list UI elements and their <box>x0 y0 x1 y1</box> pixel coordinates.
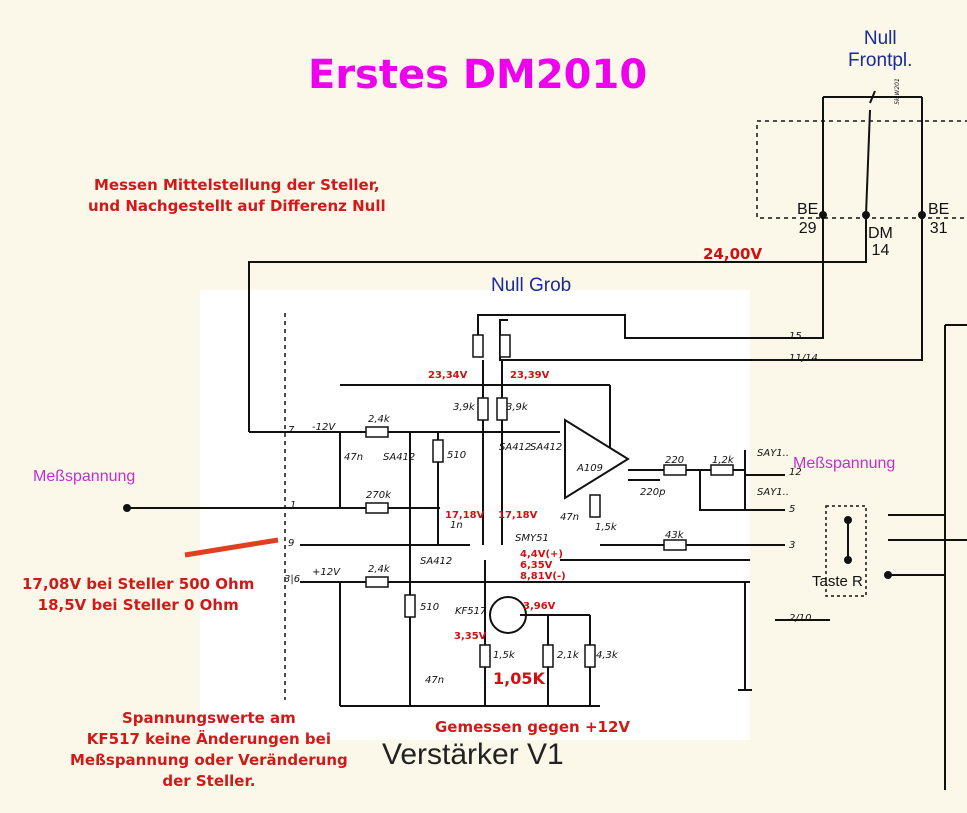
pin-11-14: 11/14 <box>789 353 818 364</box>
meas-gate-left: 17,18V <box>445 510 485 521</box>
pin-12: 12 <box>789 467 802 478</box>
meas-kf-emitter: 3,35V <box>454 631 487 642</box>
meas-smy-minus: 8,81V(-) <box>520 571 566 582</box>
label-c5: 220p <box>640 487 666 498</box>
connector-be31-top: BE <box>928 201 950 218</box>
note-top: Messen Mittelstellung der Steller, und N… <box>88 175 386 217</box>
pin-5: 5 <box>789 504 796 515</box>
label-c2: 1n <box>450 520 463 531</box>
connector-dm14-bottom: 14 <box>871 242 890 259</box>
meas-gate-right: 17,18V <box>498 510 538 521</box>
resistors <box>365 334 734 668</box>
label-r1: 2,4k <box>368 414 390 425</box>
pin-7: 7 <box>288 425 295 436</box>
label-r5: 510 <box>420 602 440 613</box>
label-r10: 43k <box>665 530 684 541</box>
label-r14: 1,5k <box>493 650 515 661</box>
messspannung-left-label: Meßspannung <box>33 468 136 485</box>
label-r6: 3,9k <box>453 402 475 413</box>
label-r3: 270k <box>366 490 391 501</box>
label-c3: 47n <box>560 512 580 523</box>
scan-background <box>200 290 750 740</box>
meas-pot-right: 23,39V <box>510 370 550 381</box>
pin-1: 1 <box>290 500 297 511</box>
pin-2-10: 2/10 <box>789 613 812 624</box>
junction-dots <box>123 211 926 579</box>
measured-against-label: Gemessen gegen +12V <box>435 718 630 736</box>
note-top-line1: Messen Mittelstellung der Steller, <box>93 176 380 194</box>
amplifier-label: Verstärker V1 <box>382 738 564 771</box>
label-r13: 4,3k <box>596 650 618 661</box>
steller-note: 17,08V bei Steller 500 Ohm 18,5V bei Ste… <box>22 574 254 616</box>
pin-15: 15 <box>789 331 802 342</box>
connector-be29-bottom: 29 <box>798 220 817 237</box>
label-d6: SAY1.. <box>757 487 790 498</box>
kf517-note-line4: der Steller. <box>162 772 256 790</box>
kf517-note-line1: Spannungswerte am <box>121 709 296 727</box>
label-r2: 510 <box>447 450 467 461</box>
connector-be31: BE 31 <box>928 200 949 238</box>
label-d4: SA412 <box>530 442 563 453</box>
label-r8: 220 <box>665 455 685 466</box>
label-pot-code: 5k W201 <box>893 78 901 105</box>
kf517-note-line2: KF517 keine Änderungen bei <box>86 730 331 748</box>
pin-3: 3 <box>789 540 796 551</box>
meas-smy-mid: 6,35V <box>520 560 553 571</box>
front-panel-line1: Null <box>863 28 897 49</box>
label-r9: 1,2k <box>712 455 734 466</box>
pin-3-6: 3|6 <box>284 574 301 585</box>
taste-label: Taste R <box>812 573 863 590</box>
meas-kf-collector: 3,96V <box>523 601 556 612</box>
label-supply-neg: -12V <box>312 422 336 433</box>
steller-note-line2: 18,5V bei Steller 0 Ohm <box>37 596 239 614</box>
connector-dm14: DM 14 <box>868 225 893 259</box>
label-opamp: A109 <box>577 463 603 474</box>
label-c1: 47n <box>344 452 364 463</box>
connector-be31-bottom: 31 <box>929 220 948 237</box>
meas-smy-plus: 4,4V(+) <box>520 549 563 560</box>
front-panel-label: Null Frontpl. <box>848 28 912 72</box>
kf517-note: Spannungswerte am KF517 keine Änderungen… <box>70 708 348 792</box>
supply-voltage-label: 24,00V <box>703 245 763 263</box>
front-panel-line2: Frontpl. <box>848 50 913 71</box>
label-c4: 47n <box>425 675 445 686</box>
label-fet: SMY51 <box>515 533 549 544</box>
messspannung-right-label: Meßspannung <box>793 455 896 472</box>
pin-9: 9 <box>288 538 295 549</box>
label-d2: SA412 <box>420 556 453 567</box>
meas-resistor: 1,05K <box>493 669 545 688</box>
connector-dm14-top: DM <box>868 225 893 242</box>
label-supply-pos: +12V <box>312 567 340 578</box>
page-title: Erstes DM2010 <box>308 52 648 98</box>
label-d1: SA412 <box>383 452 416 463</box>
steller-note-line1: 17,08V bei Steller 500 Ohm <box>22 575 255 593</box>
label-r12: 2,1k <box>557 650 579 661</box>
null-grob-label: Null Grob <box>491 275 572 296</box>
meas-smy: 4,4V(+) 6,35V 8,81V(-) <box>520 549 566 582</box>
label-r7: 3,9k <box>506 402 528 413</box>
note-top-line2: und Nachgestellt auf Differenz Null <box>88 197 386 215</box>
label-d3: SA412 <box>499 442 532 453</box>
label-r11: 1,5k <box>595 522 617 533</box>
label-transistor: KF517 <box>455 606 487 617</box>
connector-be29: BE 29 <box>797 200 818 238</box>
connector-be29-top: BE <box>797 201 819 218</box>
marker-stroke <box>184 537 279 558</box>
meas-pot-left: 23,34V <box>428 370 468 381</box>
label-r4: 2,4k <box>368 564 390 575</box>
label-d5: SAY1.. <box>757 448 790 459</box>
kf517-note-line3: Meßspannung oder Veränderung <box>70 751 348 769</box>
